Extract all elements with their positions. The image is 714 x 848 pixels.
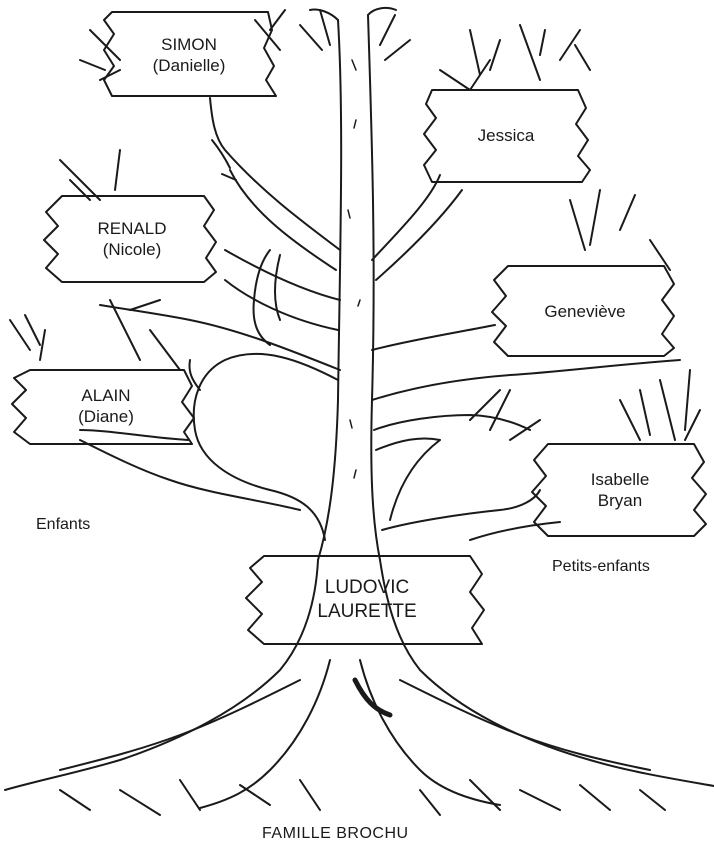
caption-famille-brochu: FAMILLE BROCHU <box>262 825 409 842</box>
sign-renald-spouse: (Nicole) <box>102 240 162 259</box>
sign-ludovic: LUDOVIC LAURETTE <box>266 562 468 638</box>
label-petits-enfants: Petits-enfants <box>552 558 650 575</box>
sign-renald: RENALD (Nicole) <box>62 204 202 274</box>
sign-frame-jessica <box>423 89 591 183</box>
root-mass <box>4 559 319 791</box>
sign-jessica: Jessica <box>436 98 576 174</box>
sign-isabelle-name: Isabelle <box>590 469 650 489</box>
sign-simon-spouse: (Danielle) <box>152 56 226 75</box>
sign-jessica-name: Jessica <box>477 126 535 146</box>
sign-simon-name: SIMON <box>161 34 217 54</box>
sign-frame-genevieve <box>491 265 675 357</box>
sign-ludovic-spouse: LAURETTE <box>317 601 417 622</box>
label-enfants: Enfants <box>36 516 91 533</box>
trunk-right-edge <box>367 14 381 561</box>
sign-frame-ludovic <box>245 555 485 645</box>
sign-renald-name: RENALD <box>97 218 167 238</box>
sign-simon: SIMON (Danielle) <box>114 20 264 90</box>
sign-alain: ALAIN (Diane) <box>32 374 180 438</box>
trunk-left-edge <box>317 19 343 561</box>
sign-genevieve: Geneviève <box>510 274 660 350</box>
sign-alain-spouse: (Diane) <box>78 407 134 426</box>
sign-frame-renald <box>43 195 217 283</box>
sign-isabelle-partner: Bryan <box>597 491 643 510</box>
sign-isabelle: Isabelle Bryan <box>550 450 690 530</box>
sign-frames <box>11 11 707 645</box>
sign-genevieve-name: Geneviève <box>544 302 626 322</box>
sign-alain-name: ALAIN <box>81 385 131 405</box>
sign-ludovic-name: LUDOVIC <box>324 577 410 599</box>
sign-frame-alain <box>11 369 195 445</box>
sign-frame-isabelle <box>531 443 707 537</box>
sign-frame-simon <box>103 11 277 97</box>
